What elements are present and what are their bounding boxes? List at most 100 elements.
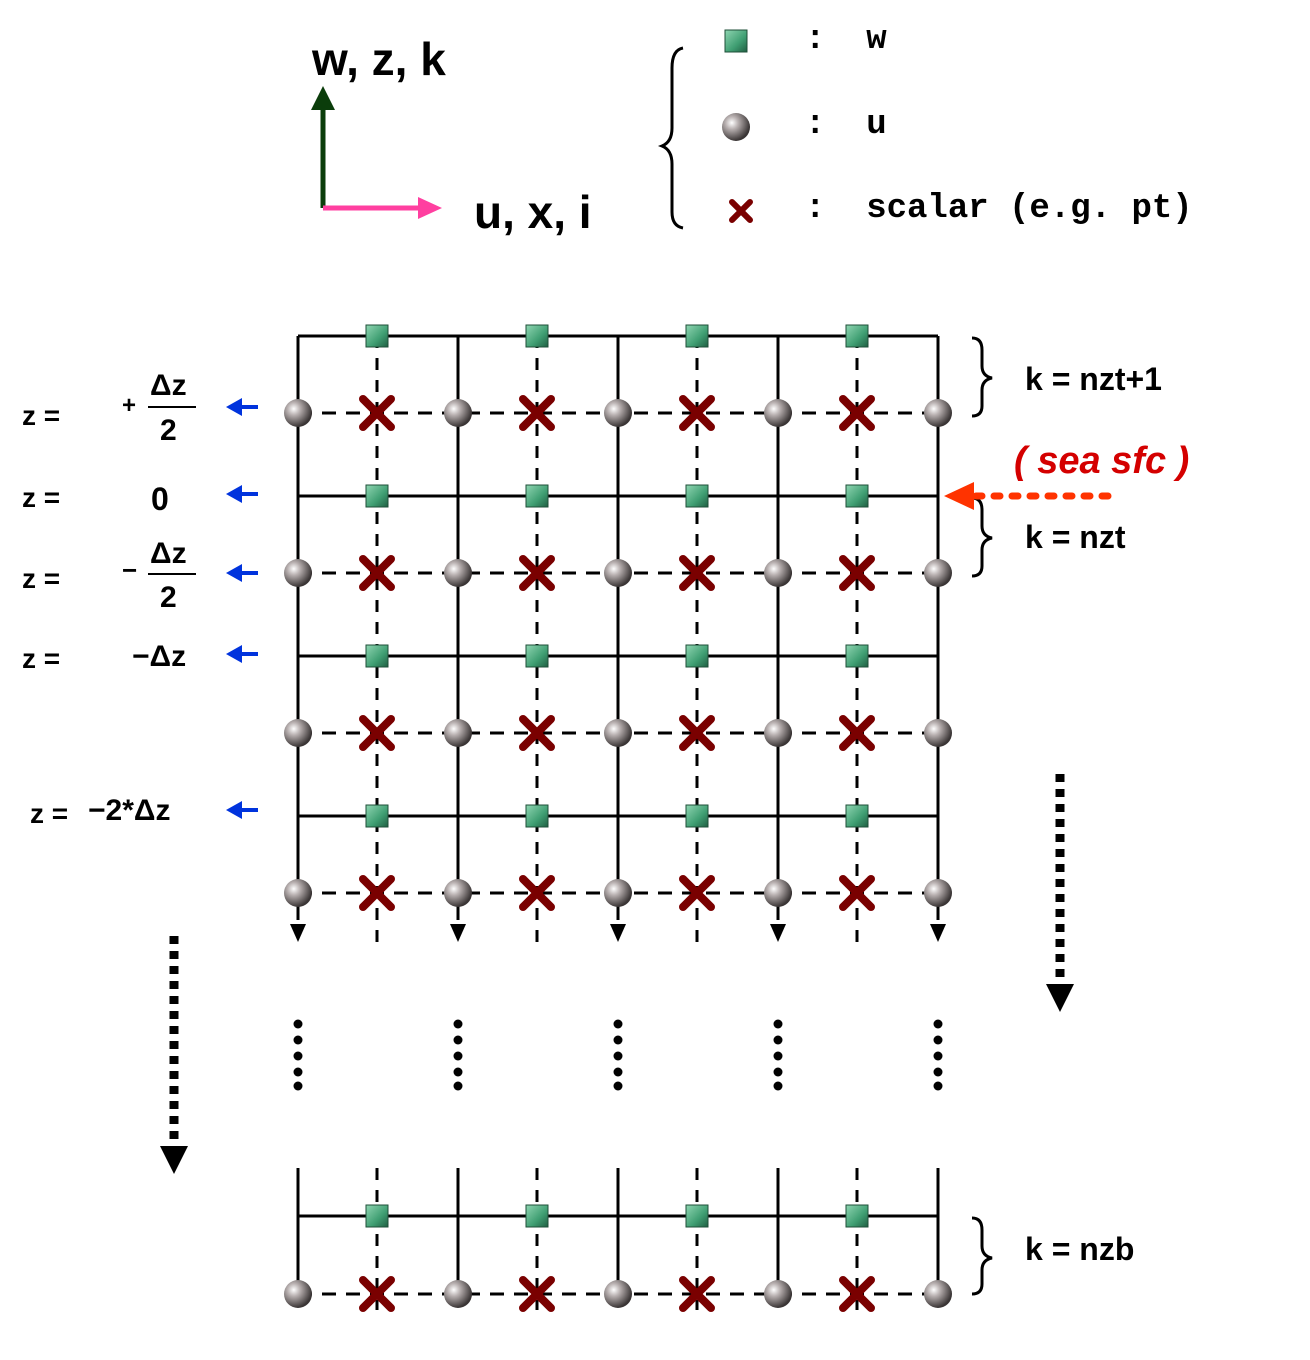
blue-arrow-icon	[226, 485, 258, 503]
ellipsis-dot	[933, 1051, 943, 1061]
u-point-icon	[444, 399, 472, 427]
z-label-prefix: z =	[30, 798, 68, 829]
legend-label-u: : u	[805, 106, 887, 144]
scalar-point-icon	[359, 1276, 395, 1312]
scalar-point-icon	[359, 395, 395, 431]
scalar-point-icon	[839, 875, 875, 911]
scalar-point-icon	[519, 1276, 555, 1312]
dotted-down-arrow-icon	[160, 936, 188, 1174]
z-label-numerator: Δz	[150, 369, 187, 402]
ellipsis-dot	[453, 1067, 463, 1077]
u-point-icon	[284, 559, 312, 587]
w-point-icon	[685, 644, 709, 668]
w-point-icon	[685, 484, 709, 508]
scalar-point-icon	[839, 715, 875, 751]
w-point-icon	[525, 1204, 549, 1228]
u-point-icon	[924, 559, 952, 587]
brace-icon	[971, 336, 993, 418]
w-point-icon	[845, 484, 869, 508]
legend-brace-icon	[657, 46, 684, 230]
scalar-point-icon	[519, 715, 555, 751]
scalar-point-icon	[359, 875, 395, 911]
w-point-legend-icon	[724, 29, 748, 53]
scalar-point-icon	[839, 555, 875, 591]
u-point-icon	[604, 719, 632, 747]
dotted-down-arrow-icon	[1046, 774, 1074, 1012]
k-labels: k = nzt+1 k = nzt k = nzb	[971, 336, 1162, 1296]
u-point-icon	[764, 559, 792, 587]
ellipsis-dot	[453, 1019, 463, 1029]
ellipsis-dot	[453, 1051, 463, 1061]
legend-label-w: : w	[805, 21, 887, 59]
u-point-icon	[444, 559, 472, 587]
ellipsis-dot	[293, 1067, 303, 1077]
u-point-icon	[284, 399, 312, 427]
sea-surface-annotation: ( sea sfc )	[944, 440, 1189, 510]
k-label-bottom: k = nzb	[1025, 1231, 1134, 1267]
z-labels: z = + Δz 2 z = 0 z = − Δz 2 z = −Δz z = …	[22, 369, 196, 829]
u-point-icon	[284, 719, 312, 747]
blue-arrow-icon	[226, 398, 258, 416]
blue-arrow-icon	[226, 801, 258, 819]
ellipsis-dot	[293, 1081, 303, 1091]
w-point-icon	[365, 1204, 389, 1228]
w-point-icon	[365, 324, 389, 348]
scalar-point-icon	[519, 875, 555, 911]
w-point-icon	[525, 804, 549, 828]
blue-arrow-icon	[226, 564, 258, 582]
u-point-icon	[284, 879, 312, 907]
ellipsis-dot	[293, 1051, 303, 1061]
ellipsis-dot	[773, 1081, 783, 1091]
ellipsis-dot	[933, 1035, 943, 1045]
scalar-legend-icon	[729, 199, 753, 223]
w-point-icon	[845, 644, 869, 668]
w-point-icon	[845, 1204, 869, 1228]
ellipsis-dot	[613, 1051, 623, 1061]
u-point-icon	[924, 719, 952, 747]
ellipsis-dot	[613, 1019, 623, 1029]
down-arrow-icon	[450, 924, 466, 942]
down-arrow-icon	[610, 924, 626, 942]
vertical-axis-label: w, z, k	[311, 33, 446, 85]
u-point-icon	[444, 719, 472, 747]
ellipsis-dot	[933, 1081, 943, 1091]
axes-icon	[311, 86, 442, 219]
down-arrow-icon	[290, 924, 306, 942]
u-point-icon	[444, 1280, 472, 1308]
w-point-icon	[365, 644, 389, 668]
z-label-denominator: 2	[160, 581, 177, 614]
w-point-icon	[365, 804, 389, 828]
scalar-point-icon	[839, 395, 875, 431]
ellipsis-dot	[773, 1019, 783, 1029]
ellipsis-dot	[453, 1081, 463, 1091]
ellipsis-dot	[613, 1067, 623, 1077]
z-label-denominator: 2	[160, 414, 177, 447]
w-point-icon	[685, 324, 709, 348]
u-point-icon	[604, 559, 632, 587]
u-point-icon	[764, 1280, 792, 1308]
brace-icon	[971, 496, 993, 578]
scalar-point-icon	[839, 1276, 875, 1312]
w-point-icon	[845, 324, 869, 348]
ellipsis-dot	[933, 1019, 943, 1029]
u-point-icon	[284, 1280, 312, 1308]
u-point-icon	[604, 1280, 632, 1308]
z-label-value: 0	[151, 481, 169, 517]
ellipsis-dot	[613, 1081, 623, 1091]
w-point-icon	[685, 1204, 709, 1228]
z-label-prefix: z =	[22, 482, 60, 513]
down-arrow-icon	[930, 924, 946, 942]
z-label-numerator: Δz	[150, 537, 187, 570]
brace-icon	[971, 1216, 993, 1296]
z-level-arrows	[226, 398, 258, 819]
z-label-prefix: z =	[22, 400, 60, 431]
k-label-mid: k = nzt	[1025, 519, 1126, 555]
ellipsis-dot	[933, 1067, 943, 1077]
scalar-point-icon	[359, 715, 395, 751]
scalar-point-icon	[679, 715, 715, 751]
u-point-icon	[604, 399, 632, 427]
ellipsis-dot	[773, 1051, 783, 1061]
scalar-point-icon	[679, 1276, 715, 1312]
u-point-icon	[764, 879, 792, 907]
